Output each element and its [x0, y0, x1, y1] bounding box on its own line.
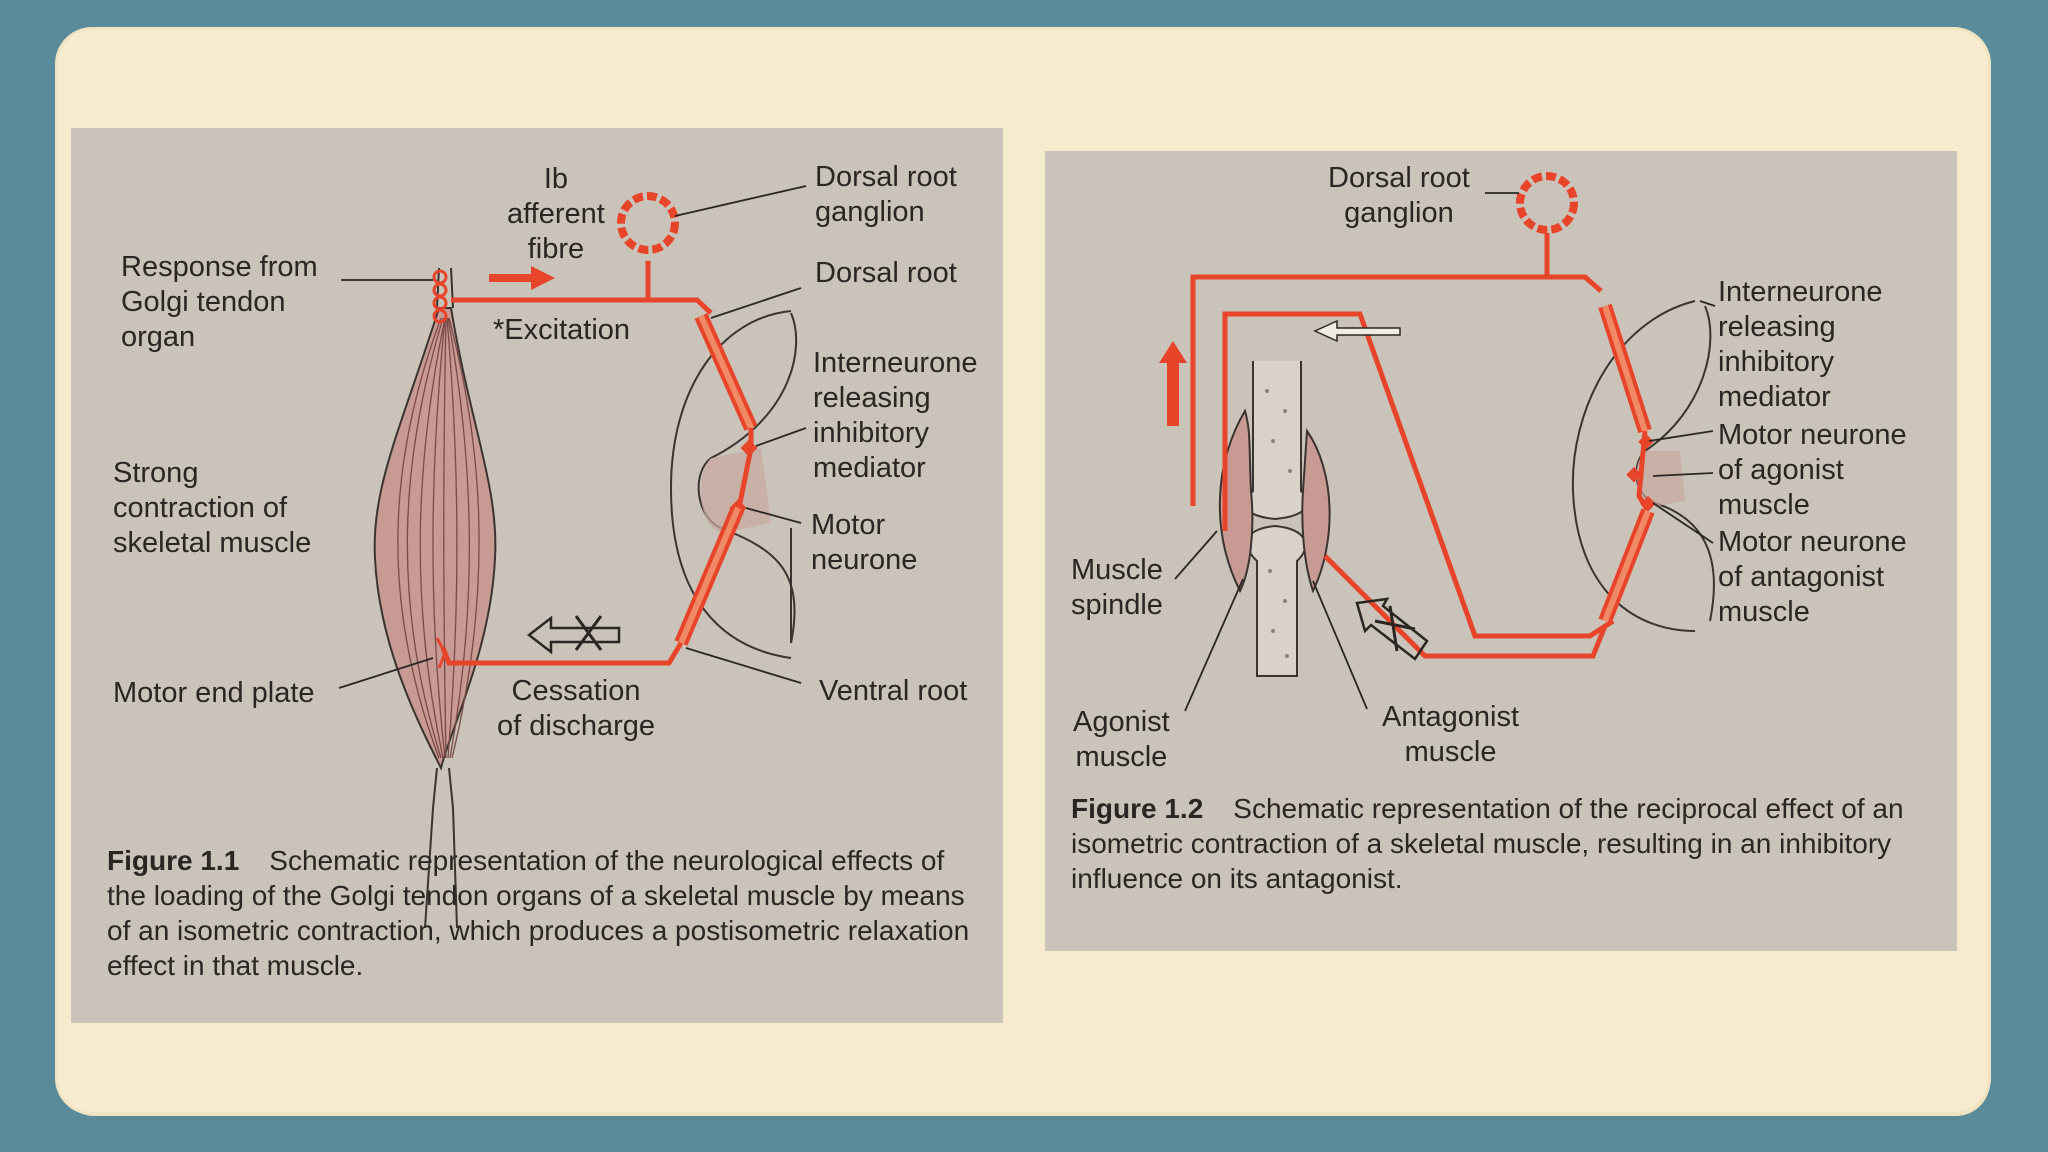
- figure-1-1-drawing: [338, 185, 807, 929]
- antagonist-efferent-nerve: [1323, 554, 1608, 659]
- ventral-root-bar-inner: [678, 506, 741, 645]
- motor-end-plate-mark: [435, 637, 447, 669]
- excitation-label: *Excitation: [493, 314, 631, 346]
- muscle-spindle-label: Muscle spindle: [1071, 554, 1163, 621]
- dorsal-root-ganglion: [1516, 172, 1578, 234]
- response-golgi-label: Response from Golgi tendon organ: [121, 251, 318, 353]
- leader-lines: [338, 185, 807, 689]
- muscle-body: [373, 307, 497, 771]
- figure-1-1: Ib afferent fibre Dorsal root ganglion R…: [71, 128, 1003, 1023]
- strong-contraction-label: Strong contraction of skeletal muscle: [113, 457, 312, 559]
- figure-1-2-number: Figure 1.2: [1071, 793, 1204, 824]
- dorsal-root-label: Dorsal root: [815, 257, 957, 289]
- motor-neurone-antagonist-label: Motor neurone of antagonist muscle: [1718, 526, 1907, 628]
- golgi-tendon-organ: [432, 269, 448, 324]
- ventral-root-bar-inner: [1602, 509, 1651, 623]
- motor-end-plate-label: Motor end plate: [113, 677, 315, 709]
- figure-1-2-caption-text: Schematic representation of the reciproc…: [1071, 793, 1904, 894]
- agonist-muscle-body: [1218, 408, 1254, 594]
- spinal-cord-outline: [669, 310, 792, 659]
- interneurone-label: Interneurone releasing inhibitory mediat…: [1718, 276, 1883, 413]
- antagonist-muscle-label: Antagonist muscle: [1382, 701, 1520, 768]
- dorsal-root-bar-inner: [1602, 305, 1648, 432]
- ventral-root-label: Ventral root: [819, 675, 968, 707]
- antagonist-motor-neurone-body: [1640, 495, 1656, 512]
- dorsal-root-ganglion-label: Dorsal root ganglion: [815, 161, 957, 228]
- ib-afferent-label: Ib afferent fibre: [507, 163, 605, 265]
- interneurone-synapse: [740, 439, 758, 457]
- upper-bone: [1245, 361, 1309, 521]
- afferent-nerve-loop: [1190, 274, 1603, 506]
- motor-neurone-label: Motor neurone: [811, 509, 918, 576]
- interneurone-synapse: [1638, 433, 1654, 450]
- dorsal-root-bar-inner: [698, 314, 754, 430]
- dorsal-root-ganglion: [617, 192, 679, 254]
- blocked-arrow: [526, 615, 621, 655]
- up-arrow: [1159, 341, 1187, 426]
- agonist-motor-neurone-body: [1626, 466, 1642, 483]
- figure-1-2-drawing: [1159, 172, 1716, 712]
- cessation-label: Cessation of discharge: [497, 675, 655, 742]
- muscle-fibres: [397, 317, 480, 759]
- antagonist-muscle-body: [1301, 428, 1331, 594]
- blocked-cross: [1374, 605, 1416, 652]
- blocked-cross: [574, 615, 603, 651]
- excitation-arrow: [489, 266, 555, 290]
- figure-1-1-number: Figure 1.1: [107, 845, 240, 876]
- gray-matter-outline: [697, 312, 798, 644]
- leader-lines: [1174, 192, 1716, 712]
- dorsal-root-ganglion-label: Dorsal root ganglion: [1328, 162, 1470, 229]
- interneurone-label: Interneurone releasing inhibitory mediat…: [813, 347, 978, 484]
- agonist-efferent-nerve: [1222, 311, 1615, 639]
- tendon-bottom: [424, 767, 458, 929]
- agonist-muscle-label: Agonist muscle: [1073, 706, 1170, 773]
- gray-matter-shade: [700, 448, 771, 533]
- spinal-cord-outline: [1571, 300, 1696, 632]
- gray-matter-shade: [1636, 451, 1685, 506]
- bone-texture: [1265, 389, 1292, 658]
- motor-neurone-agonist-label: Motor neurone of agonist muscle: [1718, 419, 1907, 521]
- figure-1-1-caption-text: Schematic representation of the neurolog…: [107, 845, 970, 981]
- efferent-nerve: [440, 641, 684, 666]
- lower-bone: [1246, 524, 1307, 677]
- left-arrow: [1313, 319, 1401, 343]
- blocked-arrow: [1355, 597, 1429, 661]
- figure-1-2: Dorsal root ganglion Interneurone releas…: [1045, 151, 1957, 951]
- ib-afferent-nerve: [451, 297, 713, 315]
